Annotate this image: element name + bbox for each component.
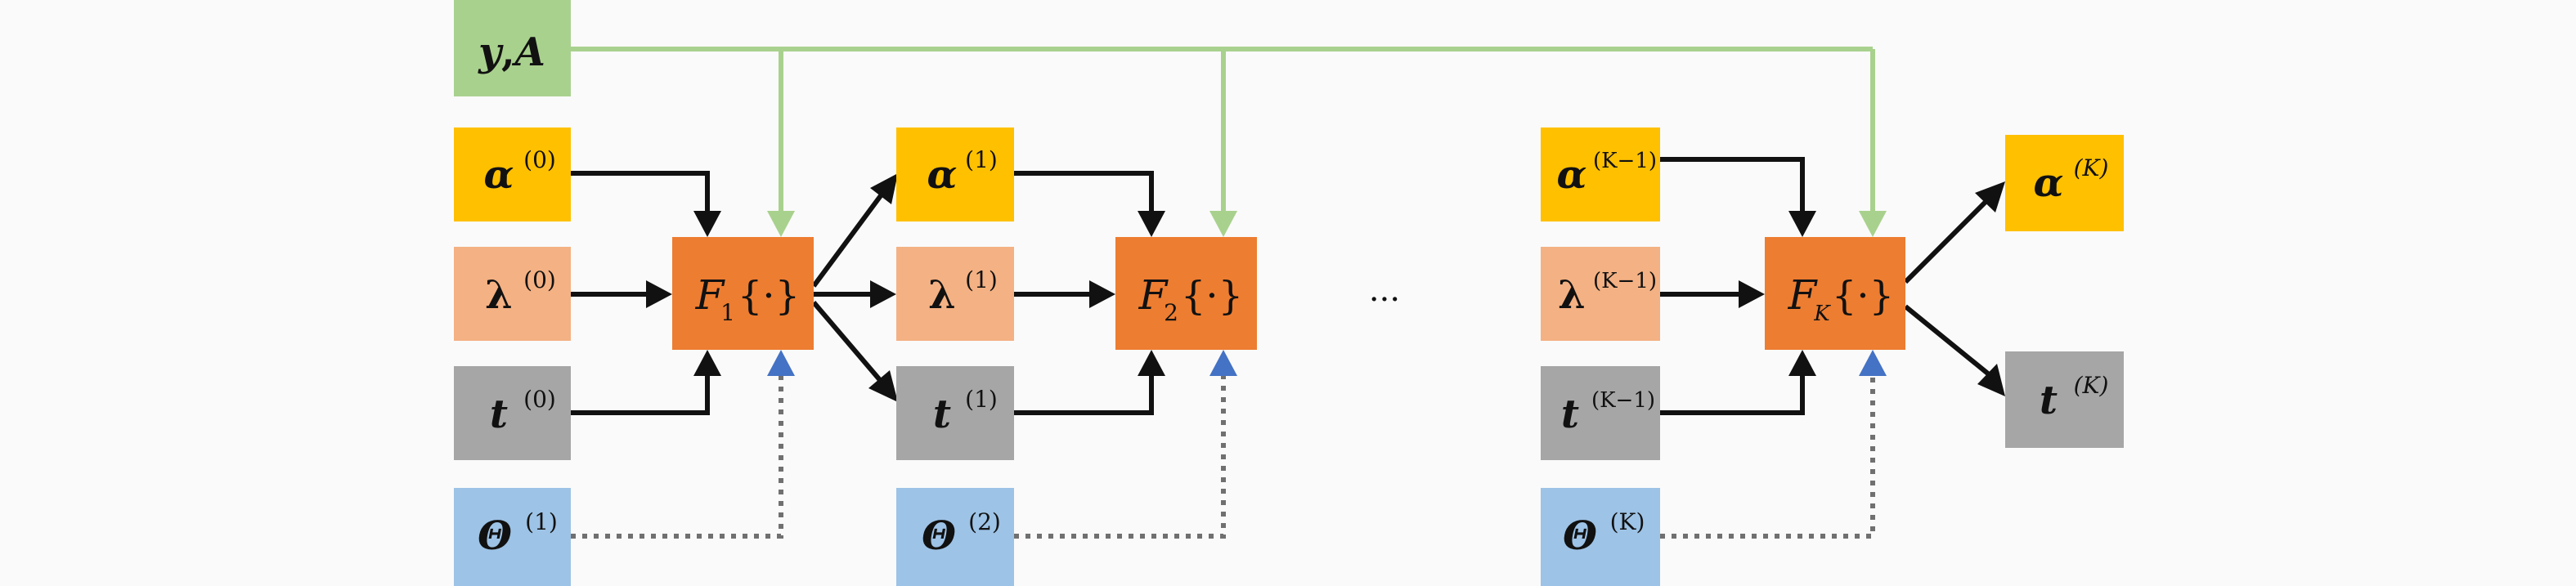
lambda-superscript: (0) [523,266,556,293]
output-t-superscript: (K) [2074,372,2109,399]
t0-to-f1-arrowhead [693,350,721,376]
theta2-to-f2-arrowhead [1209,350,1237,376]
block-f1-argument: {·} [738,273,800,319]
lambda-symbol: λ [1558,272,1586,318]
output-alpha-symbol: α [2034,160,2064,206]
block-f2-name: F [1138,271,1169,319]
thetaK-to-fk-arrowhead [1859,350,1887,376]
fk-to-alphaK-arrowhead [1975,181,2005,212]
block-f2-subscript: 2 [1164,299,1178,326]
theta-box-stage2: Θ (2) [896,488,1014,586]
block-fk-name: F [1788,271,1819,319]
t-box-stage1: t (1) [896,366,1014,460]
block-fk: F K {·} [1765,237,1905,350]
block-fk-subscript: K [1813,302,1831,326]
block-fk-argument: {·} [1832,273,1894,319]
input-y-label: y [478,29,504,75]
theta1-to-f1-arrowhead [767,350,795,376]
lambda-superscript: (K−1) [1593,269,1657,293]
f1-to-t1-line [811,301,882,382]
fk-to-tK-arrowhead [1977,364,2005,396]
t-box-stageK1: t (K−1) [1541,366,1660,460]
alpha-symbol: α [1557,152,1587,198]
lambda-box-stage0: λ (0) [454,247,571,341]
t-superscript: (K−1) [1591,388,1655,413]
alpha-symbol: α [927,152,958,198]
alpha-box-stageK1: α (K−1) [1541,127,1660,221]
alpha0-to-f1-line [571,171,710,211]
block-f1: F 1 {·} [672,237,814,350]
alpha-box-stage1: α (1) [896,127,1014,221]
lambdaK1-to-fk-arrowhead [1739,280,1765,308]
theta-box-stage1: Θ (1) [454,488,571,586]
svg-text:y,A: y,A [478,29,545,75]
output-t-symbol: t [2040,378,2058,423]
alphaK1-to-fk-line [1660,157,1805,211]
input-arrowhead-f2 [1209,211,1237,237]
t1-to-f2-line [1014,376,1154,415]
theta-superscript: (1) [525,508,558,535]
block-f1-subscript: 1 [720,299,735,326]
lambda0-to-f1-arrowhead [646,280,672,308]
theta-symbol: Θ [1563,513,1597,559]
alpha0-to-f1-arrowhead [693,211,721,237]
lambda-box-stage1: λ (1) [896,247,1014,341]
t-symbol: t [490,391,508,437]
alpha-box-stage0: α (0) [454,127,571,221]
input-arrowhead-f1 [767,211,795,237]
lambda-superscript: (1) [965,266,998,293]
t-box-stage0: t (0) [454,366,571,460]
input-comma: , [501,29,515,75]
f1-to-lambda1-arrowhead [870,280,896,308]
input-box: y,A [454,0,571,96]
fk-to-alphaK-line [1903,198,1990,284]
thetaK-to-fk-dotted [1660,376,1875,539]
alpha1-to-f2-arrowhead [1138,211,1165,237]
theta2-to-f2-dotted [1014,376,1226,539]
alpha-superscript: (K−1) [1593,149,1657,173]
theta1-to-f1-dotted [571,376,783,539]
theta-symbol: Θ [478,513,512,559]
t-symbol: t [1561,391,1579,437]
connectors [571,47,2005,539]
block-f2-argument: {·} [1181,273,1243,319]
theta-superscript: (K) [1610,508,1645,535]
fk-to-tK-line [1904,304,1990,377]
alphaK1-to-fk-arrowhead [1788,211,1816,237]
output-t-box: t (K) [2005,351,2124,448]
theta-symbol: Θ [922,513,956,559]
block-f1-name: F [695,271,726,319]
theta-box-stageK: Θ (K) [1541,488,1660,586]
stage-ellipsis: ··· [1369,281,1400,319]
t-superscript: (1) [965,386,998,413]
output-alpha-superscript: (K) [2074,154,2109,181]
f1-to-alpha1-line [811,193,884,288]
alpha-superscript: (1) [965,146,998,173]
block-f2: F 2 {·} [1115,237,1257,350]
lambda1-to-f2-arrowhead [1089,280,1115,308]
f1-to-alpha1-arrowhead [870,173,898,204]
theta-superscript: (2) [968,508,1001,535]
t-superscript: (0) [523,386,556,413]
tK1-to-fk-arrowhead [1788,350,1816,376]
alpha1-to-f2-line [1014,171,1154,211]
input-arrowhead-fk [1859,211,1887,237]
alpha-symbol: α [484,152,514,198]
alpha-superscript: (0) [523,146,556,173]
t1-to-f2-arrowhead [1138,350,1165,376]
lambda-symbol: λ [485,272,513,318]
tK1-to-fk-line [1660,376,1805,415]
lambda-symbol: λ [928,272,956,318]
lambda-box-stageK1: λ (K−1) [1541,247,1660,341]
output-alpha-box: α (K) [2005,135,2124,231]
t0-to-f1-line [571,376,710,415]
t-symbol: t [933,391,951,437]
f1-to-t1-arrowhead [868,370,898,402]
input-A-label: A [512,29,545,75]
